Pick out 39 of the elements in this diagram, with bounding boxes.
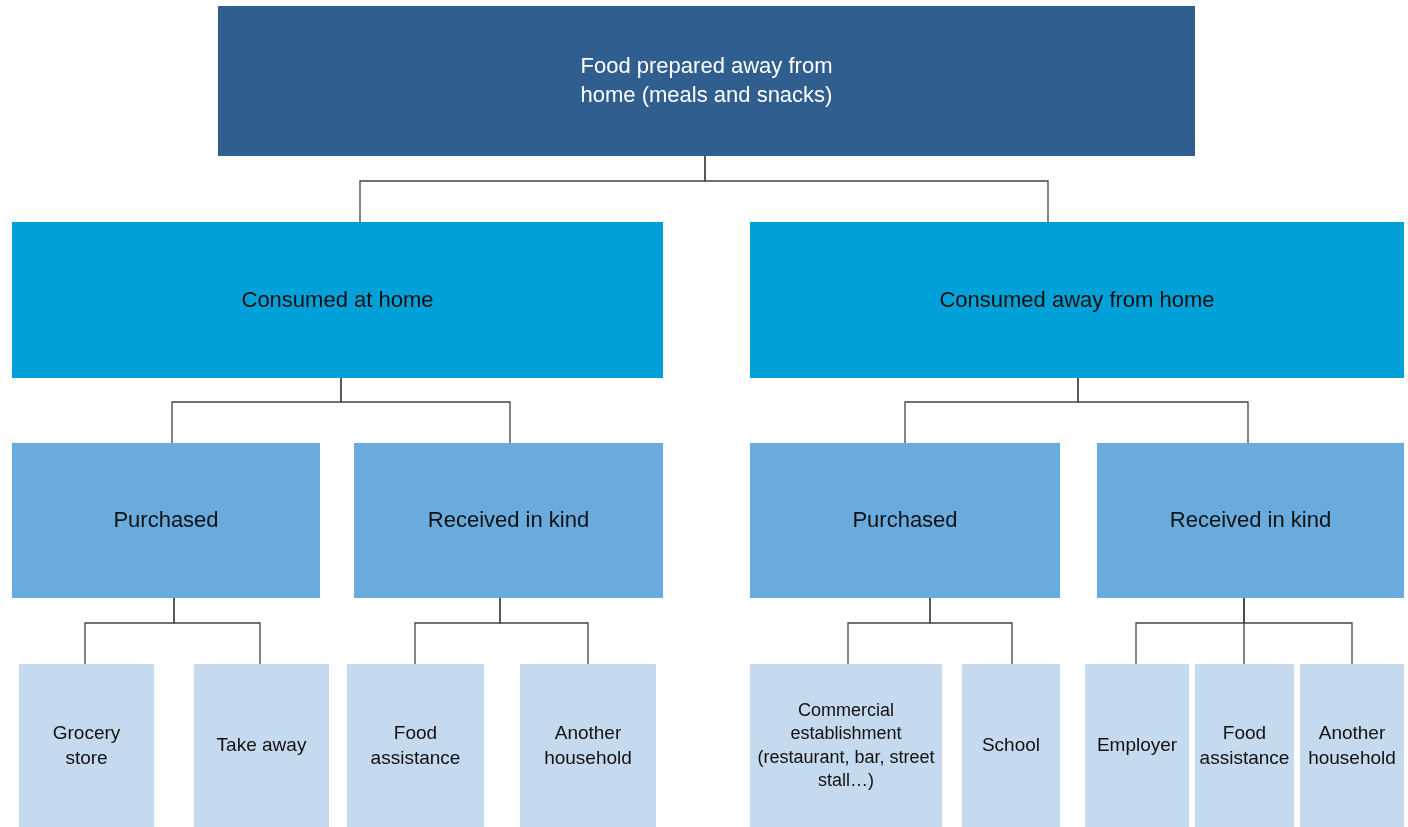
title-box (218, 6, 1195, 156)
node-label: Commercial establishment (restaurant, bar, street stall…) (756, 698, 936, 792)
node-label: Food prepared away from home (meals and snacks) (579, 52, 834, 109)
node-label: Grocery store (51, 720, 122, 770)
node-label: Take away (216, 733, 307, 758)
category-box (12, 222, 663, 378)
connector-line (929, 597, 1013, 665)
connector-line (340, 377, 511, 444)
source-box (194, 664, 329, 827)
node-label: School (981, 733, 1041, 758)
connector-line (1077, 377, 1249, 444)
source-box (347, 664, 484, 827)
node-label: Food assistance (369, 720, 462, 770)
node-label: Consumed away from home (939, 285, 1215, 314)
node-label: Employer (1096, 733, 1178, 758)
node-label: Purchased (852, 506, 958, 535)
source-box (962, 664, 1060, 827)
node-label: Consumed at home (241, 285, 434, 314)
subcategory-box (354, 443, 663, 598)
connector-line (499, 597, 589, 665)
subcategory-box (750, 443, 1060, 598)
connector-line (173, 597, 261, 665)
source-box (1300, 664, 1404, 827)
connector-line (704, 155, 1049, 223)
source-box (19, 664, 154, 827)
source-box (1085, 664, 1189, 827)
node-label: Food assistance (1199, 720, 1290, 770)
node-label: Another household (1307, 720, 1397, 770)
subcategory-box (12, 443, 320, 598)
category-box (750, 222, 1404, 378)
source-box (520, 664, 656, 827)
connector-line (1243, 597, 1353, 665)
subcategory-box (1097, 443, 1404, 598)
node-label: Purchased (113, 506, 219, 535)
source-box (750, 664, 942, 827)
node-label: Received in kind (1169, 506, 1332, 535)
source-box (1195, 664, 1294, 827)
node-label: Received in kind (427, 506, 590, 535)
node-label: Another household (543, 720, 633, 770)
